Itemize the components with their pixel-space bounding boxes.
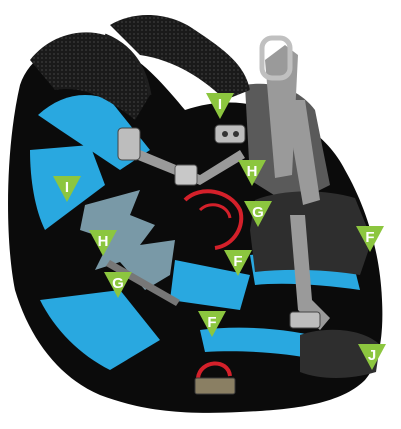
leg-buckle — [290, 312, 320, 328]
marker-label: F — [233, 253, 242, 270]
marker-label: I — [218, 96, 222, 113]
marker-label: G — [112, 275, 124, 292]
marker-label: H — [247, 163, 258, 180]
marker-label: G — [252, 204, 264, 221]
buckle-right — [215, 125, 245, 143]
connector-block — [195, 378, 235, 394]
marker-label: F — [207, 314, 216, 331]
buckle-left — [118, 128, 140, 160]
marker-label: F — [365, 229, 374, 246]
marker-label: H — [98, 233, 109, 250]
chest-buckle — [175, 165, 197, 185]
marker-label: J — [368, 347, 376, 364]
marker-label: I — [65, 179, 69, 196]
